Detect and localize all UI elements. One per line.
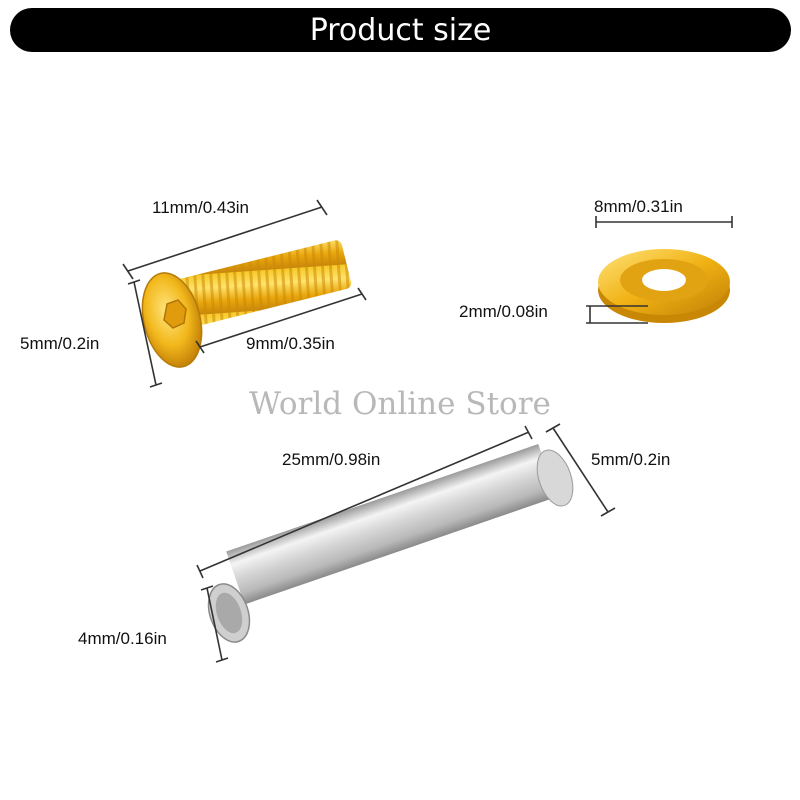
store-watermark: World Online Store — [249, 386, 551, 422]
tube-outer-label: 5mm/0.2in — [591, 450, 671, 469]
screw-head-label: 5mm/0.2in — [20, 334, 100, 353]
tube-inner-label: 4mm/0.16in — [78, 629, 167, 648]
page-title: Product size — [309, 12, 492, 48]
gold-washer — [598, 249, 730, 323]
gold-screw — [141, 240, 352, 368]
title-banner: Product size — [10, 8, 791, 52]
screw-thread-label: 9mm/0.35in — [246, 334, 335, 353]
silver-tube — [207, 444, 574, 643]
dimension-lines — [122, 199, 733, 663]
washer-diameter-label: 8mm/0.31in — [594, 197, 683, 216]
screw-length-label: 11mm/0.43in — [152, 198, 250, 217]
tube-length-label: 25mm/0.98in — [282, 450, 381, 469]
washer-thickness-label: 2mm/0.08in — [459, 302, 548, 321]
